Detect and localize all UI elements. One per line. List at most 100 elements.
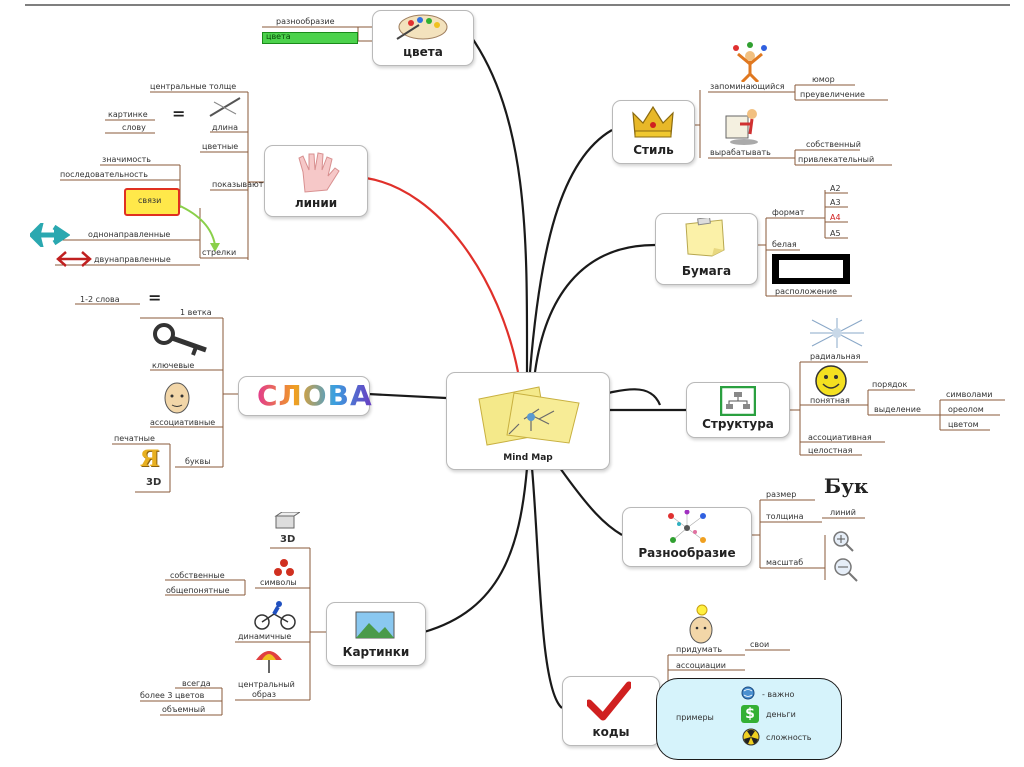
node-pictures[interactable]: Картинки <box>326 602 426 666</box>
hand-icon <box>298 152 340 193</box>
label-associative: ассоциативные <box>150 418 216 427</box>
node-colors-label: цвета <box>403 45 443 59</box>
globe-icon <box>741 686 755 700</box>
label-colors-sub: цвета <box>266 32 291 41</box>
label-voluminous: объемный <box>162 705 206 714</box>
head-icon <box>164 382 190 414</box>
label-central-thicker: центральные толще <box>150 82 237 91</box>
label-colored: цветные <box>202 142 239 151</box>
label-memorable: запоминающийся <box>710 82 785 91</box>
umbrella-icon <box>256 651 282 673</box>
lightbulb-head-icon <box>689 604 713 644</box>
label-clear: понятная <box>810 396 850 405</box>
label-own: собственные <box>170 571 225 580</box>
label-printed: печатные <box>114 434 155 443</box>
radiation-icon <box>274 559 294 576</box>
label-1-2-words: 1-2 слова <box>80 295 120 304</box>
artist-icon <box>725 109 758 145</box>
node-variety[interactable]: Разнообразие <box>622 507 752 567</box>
label-image: образ <box>252 690 277 699</box>
equals-sign-words: = <box>148 288 162 307</box>
label-key: ключевые <box>152 361 195 370</box>
label-complexity: сложность <box>766 733 812 742</box>
label-attractive: привлекательный <box>798 155 875 164</box>
label-sequence: последовательность <box>60 170 148 179</box>
label-radial: радиальная <box>810 352 861 361</box>
node-words-label: СЛОВА <box>257 379 373 412</box>
label-humor: юмор <box>812 75 835 84</box>
palette-icon <box>396 14 448 40</box>
label-highlighting: выделение <box>874 405 921 414</box>
label-letters: буквы <box>185 457 211 466</box>
label-1-branch: 1 ветка <box>180 308 212 317</box>
hazard-icon <box>742 728 760 746</box>
node-pictures-label: Картинки <box>342 645 410 659</box>
label-white: белая <box>772 240 797 249</box>
node-codes[interactable]: коды <box>562 676 660 746</box>
letter-ya-icon: Я <box>140 446 160 472</box>
label-word: слову <box>122 123 146 132</box>
sticky-note-icon <box>685 218 725 257</box>
label-3d-pictures: 3D <box>280 534 296 545</box>
label-picture: картинке <box>108 110 148 119</box>
center-node[interactable]: Mind Map <box>446 372 610 470</box>
label-by-color: цветом <box>948 420 979 429</box>
label-two-way: двунаправленные <box>94 255 171 264</box>
label-3d-words: 3D <box>146 477 162 488</box>
crown-icon <box>632 105 674 138</box>
dots-network-icon <box>668 510 706 543</box>
node-colors[interactable]: цвета <box>372 10 474 66</box>
dollar-icon: $ <box>741 705 759 723</box>
sticky-notes-icon <box>478 386 580 446</box>
node-words[interactable]: СЛОВА <box>238 376 373 416</box>
node-style[interactable]: Стиль <box>612 100 695 164</box>
label-important: - важно <box>762 690 795 699</box>
node-structure[interactable]: Структура <box>686 382 790 438</box>
node-paper[interactable]: Бумага <box>655 213 758 285</box>
label-dynamic: динамичные <box>238 632 292 641</box>
cube-3d-icon <box>274 512 300 529</box>
label-symbols: символы <box>260 578 297 587</box>
org-chart-icon <box>720 386 756 416</box>
label-variety: разнообразие <box>276 17 335 26</box>
double-arrow-icon <box>56 251 92 267</box>
checkmark-icon <box>587 681 631 721</box>
label-a2: А2 <box>830 184 841 193</box>
zoom-out-icon <box>834 558 858 582</box>
label-examples: примеры <box>676 713 714 722</box>
label-associative-struct: ассоциативная <box>808 433 872 442</box>
landscape-icon <box>355 611 395 639</box>
label-thickness: толщина <box>766 512 804 521</box>
label-develop: вырабатывать <box>710 148 771 157</box>
fish-arrow-icon <box>30 223 70 247</box>
label-a4: А4 <box>830 213 841 222</box>
equals-sign: = <box>172 104 186 123</box>
landscape-frame-icon <box>772 254 850 284</box>
zoom-in-icon <box>833 531 854 552</box>
label-central-1: центральный <box>238 680 295 689</box>
label-length: длина <box>212 123 238 132</box>
node-style-label: Стиль <box>633 143 674 157</box>
label-format: формат <box>772 208 805 217</box>
node-codes-label: коды <box>592 725 630 739</box>
node-paper-label: Бумага <box>681 264 732 278</box>
label-links: связи <box>138 196 162 205</box>
node-lines-label: линии <box>294 196 338 210</box>
label-by-symbols: символами <box>946 390 993 399</box>
smiley-icon <box>815 365 847 397</box>
node-structure-label: Структура <box>702 417 774 431</box>
landscape-frame-inner <box>779 260 843 278</box>
key-icon <box>153 323 207 356</box>
label-own-style: собственный <box>806 140 861 149</box>
label-of-lines: линий <box>830 508 856 517</box>
node-lines[interactable]: линии <box>264 145 368 217</box>
label-order: порядок <box>872 380 908 389</box>
label-invent: придумать <box>676 645 723 654</box>
cyclist-icon <box>254 601 296 630</box>
label-by-halo: ореолом <box>948 405 984 414</box>
highlight-links <box>124 188 180 216</box>
label-arrows: стрелки <box>202 248 237 257</box>
label-a5: А5 <box>830 229 841 238</box>
radial-pattern-icon <box>810 318 864 348</box>
